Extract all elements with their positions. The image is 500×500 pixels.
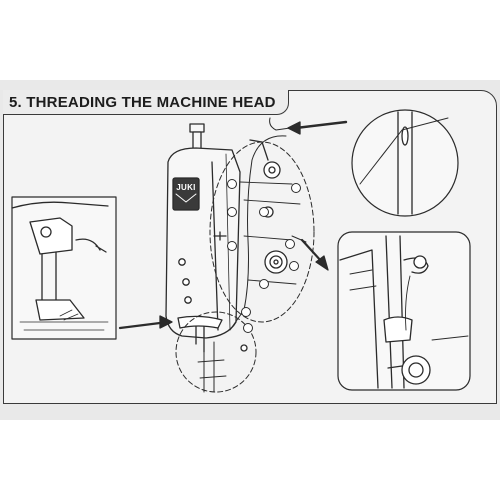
juki-brand-label: JUKI (176, 183, 196, 192)
section-title: 5. THREADING THE MACHINE HEAD (9, 93, 276, 111)
arrow-to-needle-eye (287, 120, 348, 135)
juki-logo-plate (172, 177, 200, 211)
section-header: 5. THREADING THE MACHINE HEAD (3, 90, 289, 115)
inset-presser-foot (11, 196, 117, 340)
callout-markers (227, 179, 301, 333)
inset-needle-eye (351, 109, 459, 217)
arrow-to-thread-guides (300, 238, 329, 271)
inset-thread-guides (337, 231, 471, 391)
machine-head (165, 123, 315, 393)
arrow-to-inset (118, 315, 173, 330)
